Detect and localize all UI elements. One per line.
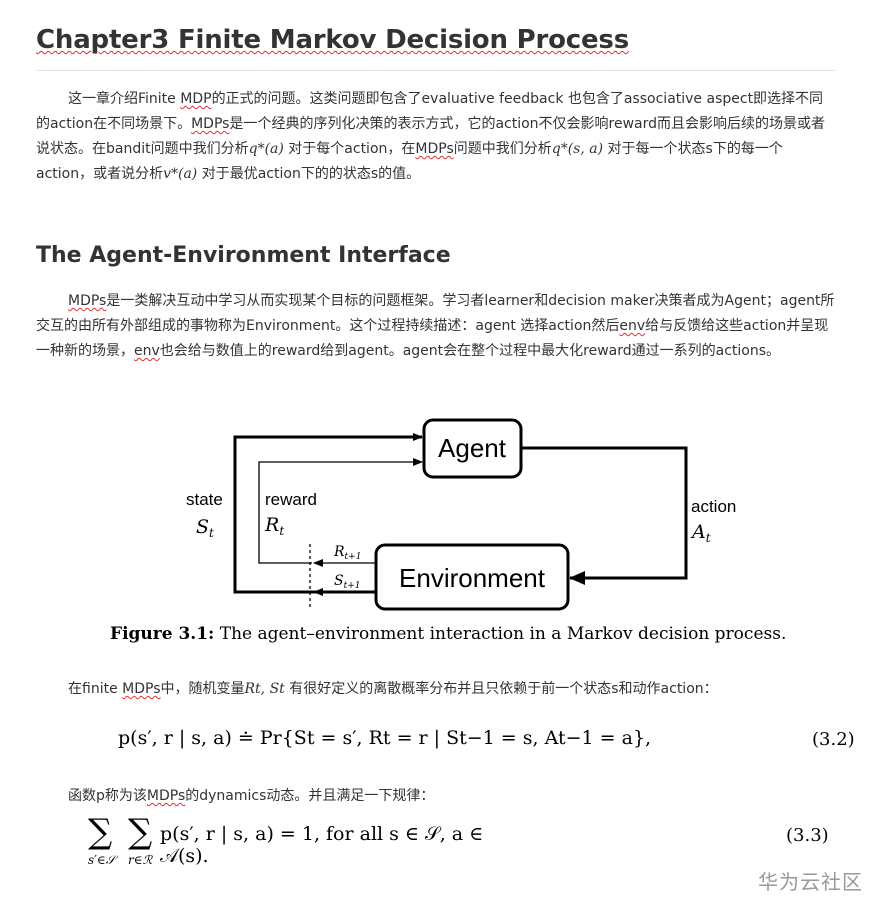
intro-mdps-1: MDPs [191,116,230,132]
interface-text-2: 给与反馈给这些action并呈现一种新的场景， [36,318,829,359]
intro-text-7: 对于最优action下的的状态s的值。 [197,166,421,182]
equation-3-2: p(s′, r | s, a) ≐ Pr{St = s′, Rt = r | S… [118,727,652,749]
intro-mdps-2: MDPs [415,141,454,157]
environment-label: Environment [399,563,546,593]
interface-mdps: MDPs [68,293,107,309]
next-state-label: St+1 [334,573,360,591]
section-title: The Agent-Environment Interface [36,243,451,268]
state-label: state [186,490,223,509]
finite-text-2: 中，随机变量 [160,681,245,697]
finite-text-1: 在finite [68,681,123,697]
dynamics-line: 函数p称为该MDPs的dynamics动态。并且满足一下规律： [68,785,434,805]
equation-3-3-number: (3.3) [786,825,829,846]
caption-label: Figure 3.1: [110,624,215,644]
finite-mdp-line: 在finite MDPs中，随机变量Rt, St 有很好定义的离散概率分布并且只… [68,678,718,698]
equation-3-2-number: (3.2) [812,729,855,750]
action-label: action [691,497,736,516]
state-arrow [233,433,423,594]
interface-paragraph: MDPs是一类解决互动中学习从而实现某个目标的问题框架。学习者learner和d… [36,289,836,364]
intro-paragraph: 这一章介绍Finite MDP的正式的问题。这类问题即包含了evaluative… [36,87,836,187]
intro-text-1: 这一章介绍Finite [68,91,181,107]
interface-text-3: 也会给与数值上的reward给到agent。agent会在整个过程中最大化rew… [159,343,781,359]
title-divider [36,70,836,71]
reward-arrow [258,458,423,564]
figure-caption: Figure 3.1: The agent–environment intera… [110,624,786,644]
finite-mdps: MDPs [122,681,161,697]
page-title-text: Chapter3 Finite Markov Decision Process [36,25,629,55]
math-q-star-sa: q*(s, a) [551,141,604,157]
sum-1-subscript: s′∈𝒮 [88,853,116,867]
equation-3-3: ∑ ∑ s′∈𝒮 r∈ℛ p(s′, r | s, a) = 1, for al… [88,815,528,875]
environment-box [374,543,570,611]
sum-symbol-1: ∑ [88,812,113,852]
next-reward-label: Rt+1 [333,544,361,562]
math-rt-st: Rt, St [244,681,285,697]
finite-text-3: 有很好定义的离散概率分布并且只依赖于前一个状态s和动作action： [284,681,718,697]
interface-text-1: 是一类解决互动中学习从而实现某个目标的问题框架。学习者learner和decis… [36,293,835,334]
action-arrow [521,446,688,585]
interface-env-1: env [619,318,646,334]
math-q-star-a: q*(a) [248,141,284,157]
dynamics-mdps: MDPs [146,788,186,804]
dynamics-text-1: 函数p称为该 [68,788,147,804]
state-symbol: St [196,516,214,540]
equation-3-3-body: p(s′, r | s, a) = 1, for all s ∈ 𝒮, a ∈ … [160,823,484,867]
sum-2-subscript: r∈ℛ [128,853,153,867]
intro-text-3: 是一个经典的序列化决策的表示方式，它的action不仅会影响reward而且会影… [36,116,826,157]
interface-env-2: env [134,343,160,359]
intro-text-6: 对于每一个状态s下的每一个action，或者说分析 [36,141,783,182]
page-title: Chapter3 Finite Markov Decision Process [36,25,629,55]
intro-text-2: 的正式的问题。这类问题即包含了evaluative feedback 也包含了a… [36,91,824,132]
reward-label: reward [265,490,317,509]
sum-symbol-2: ∑ [128,812,153,852]
reward-symbol: Rt [264,514,284,538]
action-symbol: At [690,521,711,545]
caption-text: The agent–environment interaction in a M… [214,624,787,644]
intro-text-4: 对于每个action，在 [283,141,416,157]
watermark: 华为云社区 [758,870,863,894]
intro-text-5: 问题中我们分析 [453,141,552,157]
math-v-star-a: v*(a) [163,166,198,182]
dynamics-text-2: 的dynamics动态。并且满足一下规律： [185,788,435,804]
agent-label: Agent [438,433,507,463]
intro-mdp-link: MDP [180,91,212,107]
agent-box [422,418,523,479]
